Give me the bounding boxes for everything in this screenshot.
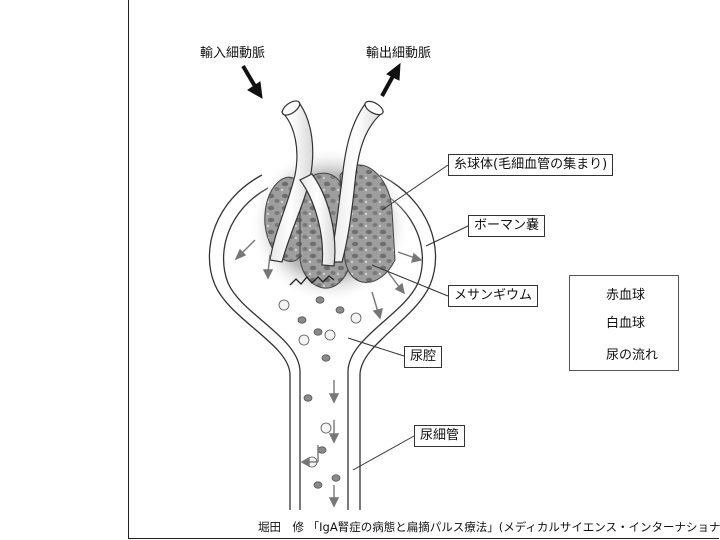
vessel-direction-arrows: [241, 62, 401, 99]
tubule-label: 尿細管: [414, 425, 466, 447]
bowman-capsule-label: ボーマン嚢: [468, 215, 546, 237]
arteriole-tubes: [269, 100, 385, 267]
urinary-space-label: 尿腔: [404, 346, 443, 368]
glomerulus-label: 糸球体(毛細血管の集まり): [448, 154, 614, 176]
source-caption: 堀田 修 「IgA腎症の病態と扁摘パルス療法」(メディカルサイエンス・インターナ…: [258, 520, 720, 534]
leader-lines: [347, 164, 469, 471]
legend: 赤血球 白血球 尿の流れ: [569, 275, 679, 371]
bowman-capsule: [208, 174, 437, 510]
urine-flow-arrows: [234, 239, 423, 508]
afferent-arteriole-label: 輸入細動脈: [200, 46, 266, 61]
mesangium-label: メサンギウム: [448, 285, 539, 307]
cells-urinary-space: [278, 296, 362, 489]
efferent-arteriole-label: 輸出細動脈: [366, 46, 432, 61]
mesangium-fiber: [289, 275, 335, 286]
legend-white-cell-label: 白血球: [606, 316, 646, 331]
figure-frame: [128, 0, 719, 539]
legend-red-cell-label: 赤血球: [606, 288, 646, 303]
legend-urine-flow-label: 尿の流れ: [606, 348, 659, 363]
